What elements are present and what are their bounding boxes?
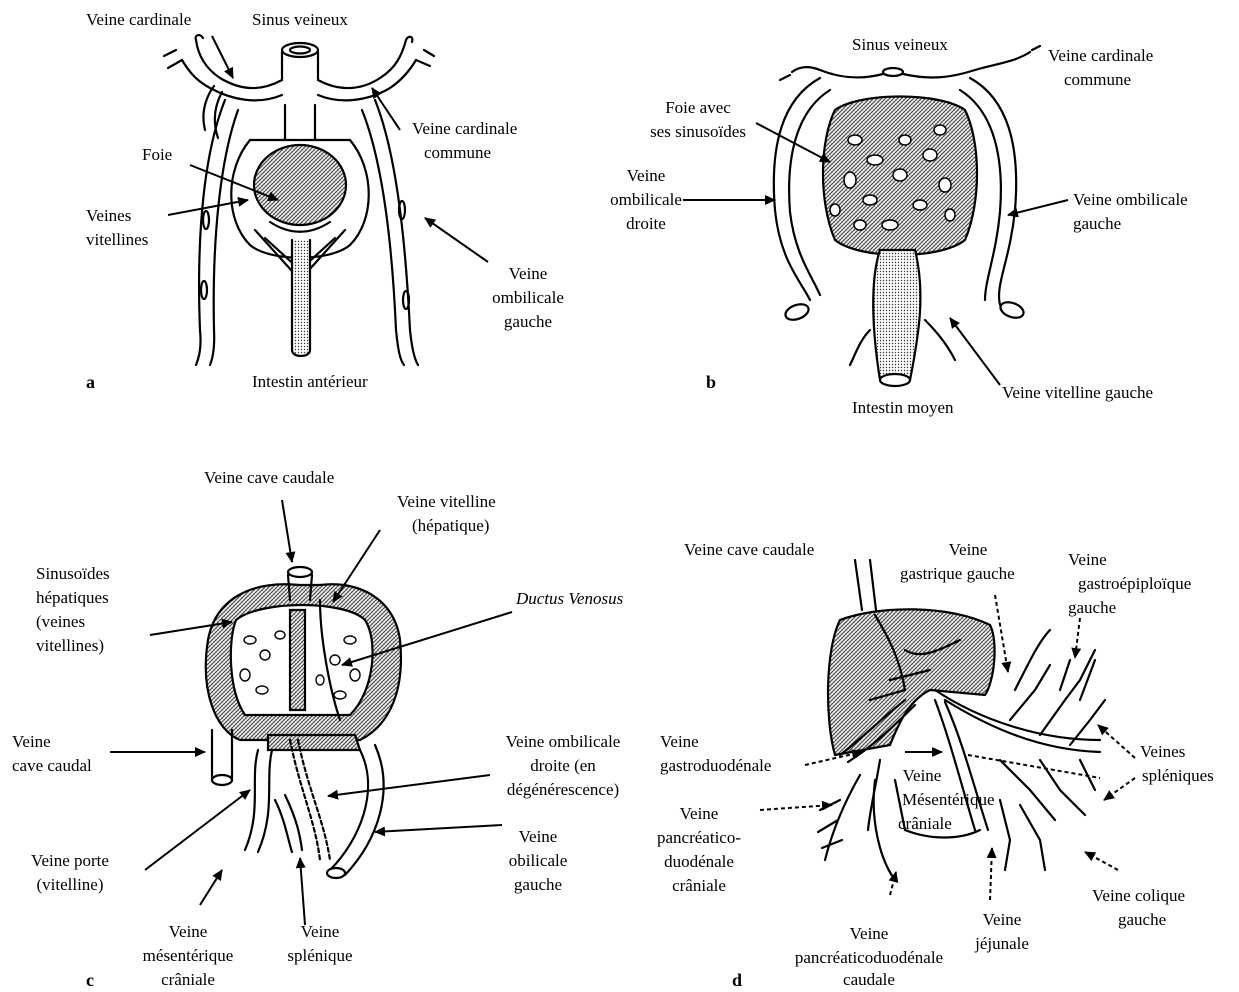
arrow-d-jejunale (990, 848, 992, 900)
label-c-obilicale-line2: obilicale (498, 849, 578, 873)
arrow-b-ombilicale-gauche (1008, 200, 1068, 215)
label-c-obilicale-line1: Veine (498, 825, 578, 849)
label-a-ombilicale-line1: Veine (488, 262, 568, 286)
label-sinus-veineux: Sinus veineux (252, 8, 348, 32)
label-d-mesenterique-line1: Veine (892, 764, 952, 788)
label-c-sinusoides-line1: Sinusoïdes (36, 562, 110, 586)
label-veine-cardinale: Veine cardinale (86, 8, 191, 32)
arrow-c-porte (145, 790, 250, 870)
label-b-foie-line1: Foie avec (648, 96, 748, 120)
label-c-obilicale-line3: gauche (498, 873, 578, 897)
label-b-ombilicale-droite-line2: ombilicale (606, 188, 686, 212)
arrow-a-cardinale-commune (372, 88, 400, 130)
label-c-sinusoides-line4: vitellines) (36, 634, 104, 658)
arrow-d-gastrique (995, 595, 1008, 672)
label-d-gastroepiploique-line2: gastroépiploïque (1078, 572, 1191, 596)
label-d-pancreatico-cran-line1: Veine (634, 802, 764, 826)
arrow-d-colique (1085, 852, 1118, 870)
label-intestin-anterieur: Intestin antérieur (252, 370, 368, 394)
label-d-gastroduodenale-line1: Veine (660, 730, 699, 754)
arrow-d-gastroepiploique (1075, 618, 1080, 658)
arrow-a-veine-cardinale (212, 36, 233, 78)
label-b-ombilicale-gauche-line2: gauche (1073, 212, 1121, 236)
label-c-splenique-line1: Veine (280, 920, 360, 944)
label-d-mesenterique-line3: crâniale (898, 812, 952, 836)
panel-c-drawing (206, 567, 401, 878)
label-c-ombilicale-droite-line3: dégénérescence) (488, 778, 638, 802)
label-d-pancreatico-caud-line1: Veine (774, 922, 964, 946)
arrow-b-vitelline-gauche (950, 318, 1000, 385)
label-b-sinus-veineux: Sinus veineux (852, 33, 948, 57)
arrow-b-foie (756, 123, 830, 162)
label-c-mesenterique-line1: Veine (128, 920, 248, 944)
label-d-jejunale-line1: Veine (962, 908, 1042, 932)
label-c-ombilicale-droite-line1: Veine ombilicale (488, 730, 638, 754)
label-c-cave-caudal-line1: Veine (12, 730, 51, 754)
arrow-c-ombilicale-droite (328, 775, 490, 796)
label-d-cave-caudale: Veine cave caudale (684, 538, 814, 562)
label-c-sinusoides-line3: (veines (36, 610, 85, 634)
label-b-cardinale-line2: commune (1064, 68, 1131, 92)
label-c-cave-caudal-line2: cave caudal (12, 754, 92, 778)
label-b-ombilicale-droite-line3: droite (606, 212, 686, 236)
panel-letter-d: d (732, 970, 742, 991)
label-b-cardinale-line1: Veine cardinale (1048, 44, 1153, 68)
arrow-d-spleniques-line (968, 755, 1100, 778)
label-c-mesenterique-line2: mésentérique (128, 944, 248, 968)
arrow-c-cave-top (282, 500, 292, 562)
arrow-c-obilicale-gauche (375, 825, 502, 832)
label-cardinale-commune-line2: commune (424, 141, 491, 165)
label-d-colique-line2: gauche (1118, 908, 1166, 932)
label-c-ombilicale-droite-line2: droite (en (488, 754, 638, 778)
label-a-ombilicale-line3: gauche (488, 310, 568, 334)
label-foie: Foie (142, 143, 172, 167)
label-c-mesenterique-line3: crâniale (128, 968, 248, 992)
panel-d-drawing (818, 560, 1105, 880)
arrow-c-mesenterique (200, 870, 222, 905)
label-b-vitelline-gauche: Veine vitelline gauche (1002, 381, 1153, 405)
label-c-porte-line1: Veine porte (10, 849, 130, 873)
label-c-vitelline-line2: (hépatique) (412, 514, 489, 538)
label-d-spleniques-line1: Veines (1140, 740, 1185, 764)
label-c-splenique-line2: splénique (280, 944, 360, 968)
label-d-pancreatico-cran-line3: duodénale (634, 850, 764, 874)
panel-letter-c: c (86, 970, 94, 991)
label-b-foie-line2: ses sinusoïdes (640, 120, 756, 144)
label-d-pancreatico-caud-line3: caudale (774, 968, 964, 992)
label-c-ductus-venosus: Ductus Venosus (516, 587, 623, 611)
label-d-pancreatico-cran-line4: crâniale (634, 874, 764, 898)
label-b-ombilicale-droite-line1: Veine (606, 164, 686, 188)
label-b-ombilicale-gauche-line1: Veine ombilicale (1073, 188, 1188, 212)
arrow-a-ombilicale-gauche (425, 218, 488, 262)
label-c-sinusoides-line2: hépatiques (36, 586, 109, 610)
arrow-d-spleniques-1 (1098, 725, 1135, 758)
label-vitellines-line2: vitellines (86, 228, 148, 252)
label-d-jejunale-line2: jéjunale (962, 932, 1042, 956)
label-a-ombilicale-line2: ombilicale (488, 286, 568, 310)
panel-letter-a: a (86, 372, 95, 393)
panel-a-drawing (164, 35, 434, 365)
label-cardinale-commune-line1: Veine cardinale (412, 117, 517, 141)
label-c-vitelline-line1: Veine vitelline (397, 490, 496, 514)
arrow-d-spleniques-2 (1104, 778, 1135, 800)
panel-b-drawing (774, 46, 1040, 386)
arrow-c-splenique (300, 858, 305, 925)
label-d-gastrique-line1: Veine (928, 538, 1008, 562)
label-vitellines-line1: Veines (86, 204, 131, 228)
label-d-mesenterique-line2: Mésentérique (902, 788, 995, 812)
label-b-intestin-moyen: Intestin moyen (852, 396, 954, 420)
label-d-gastroepiploique-line3: gauche (1068, 596, 1116, 620)
panel-letter-b: b (706, 372, 716, 393)
label-d-pancreatico-cran-line2: pancréatico- (634, 826, 764, 850)
label-d-spleniques-line2: spléniques (1142, 764, 1214, 788)
label-d-gastroepiploique-line1: Veine (1068, 548, 1107, 572)
label-d-gastroduodenale-line2: gastroduodénale (660, 754, 771, 778)
label-c-cave-caudale: Veine cave caudale (204, 466, 334, 490)
label-d-colique-line1: Veine colique (1092, 884, 1185, 908)
label-d-pancreatico-caud-line2: pancréaticoduodénale (774, 946, 964, 970)
label-c-porte-line2: (vitelline) (10, 873, 130, 897)
label-d-gastrique-line2: gastrique gauche (900, 562, 1015, 586)
